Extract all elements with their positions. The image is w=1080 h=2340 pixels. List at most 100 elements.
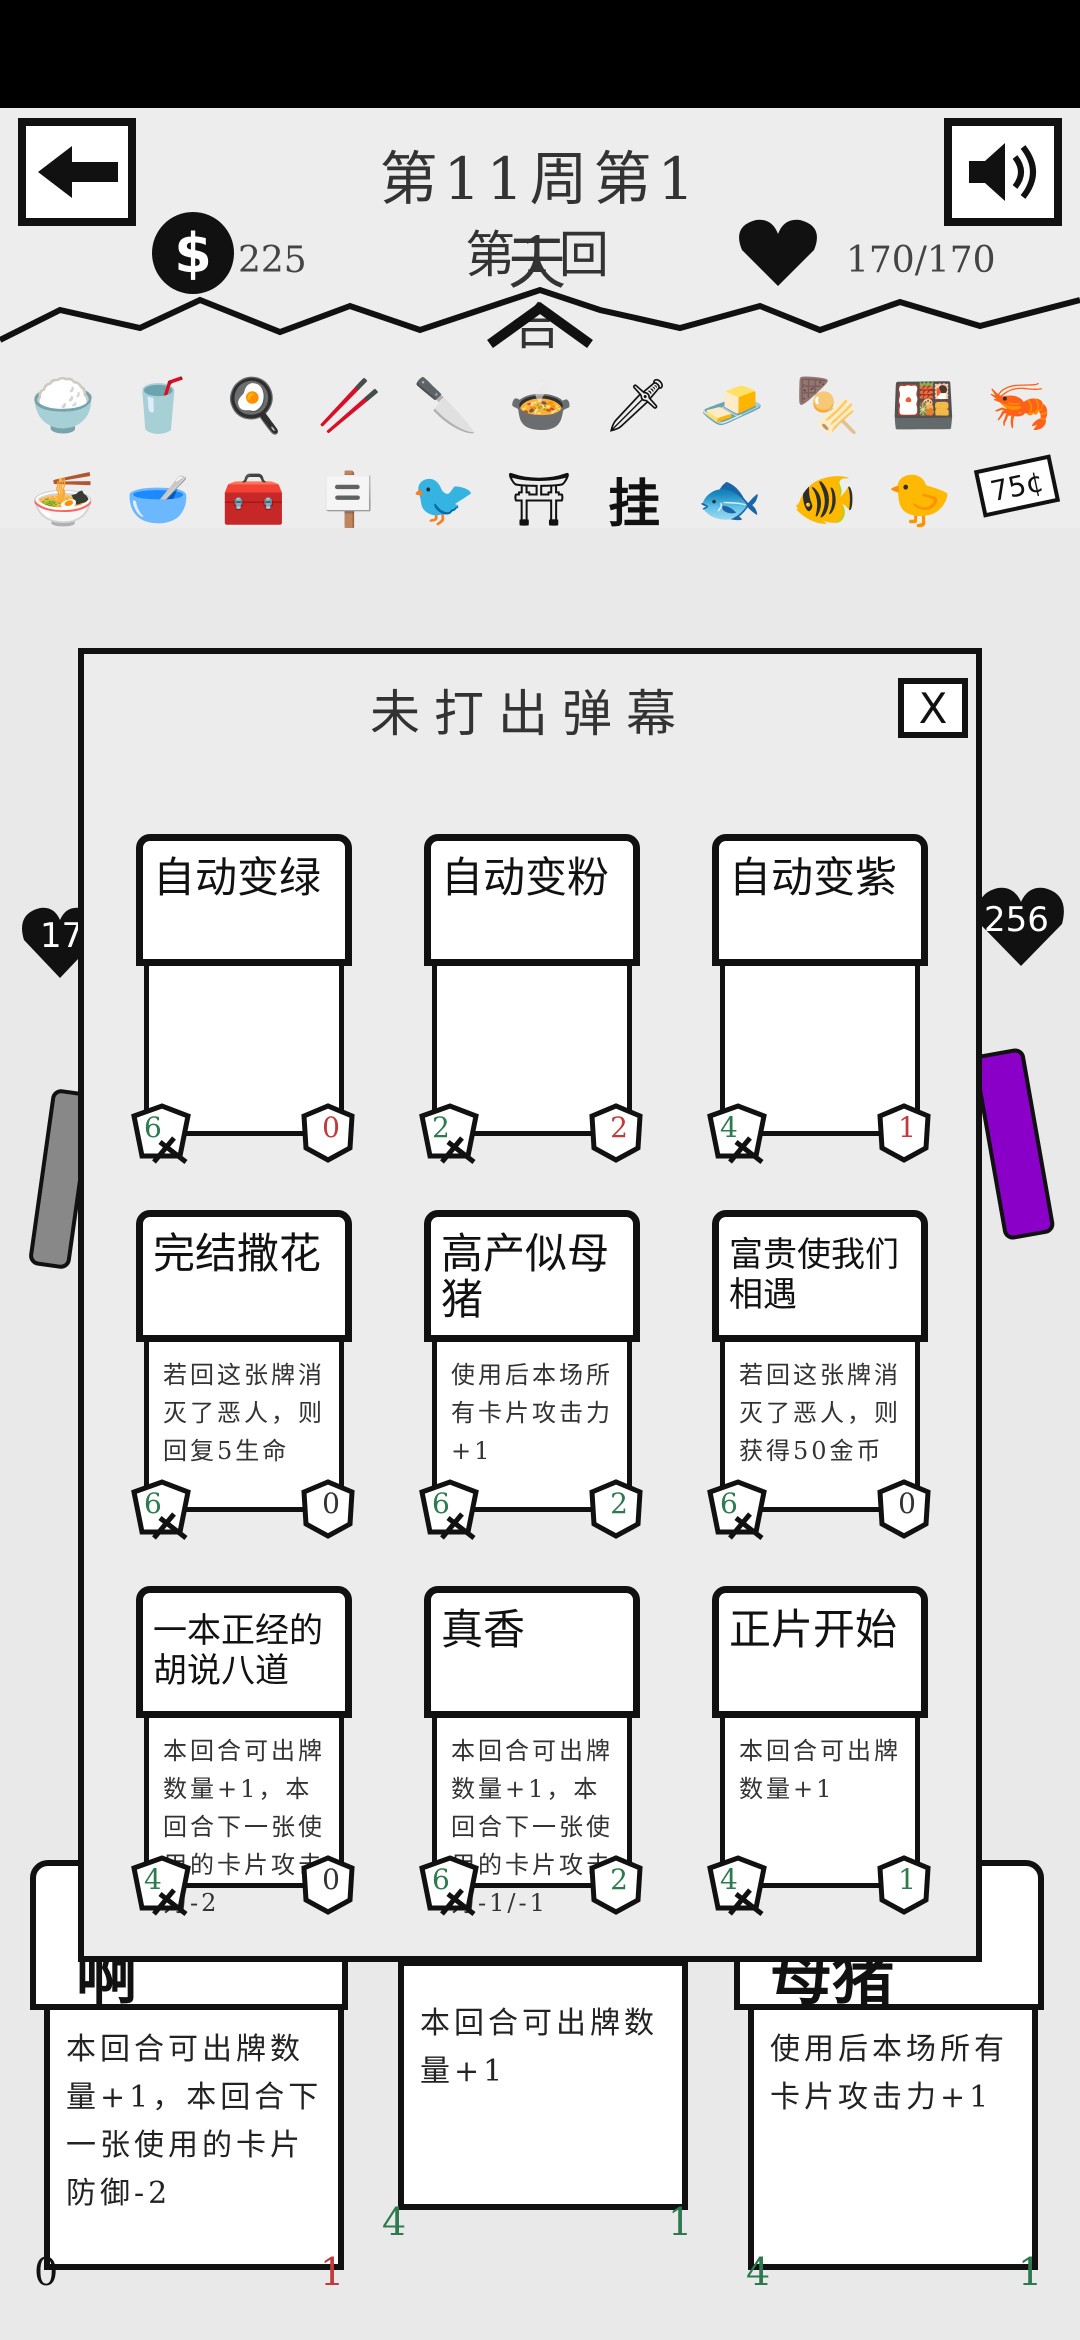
hand-card-1-body: 本回合可出牌数量+1，本回合下一张使用的卡片防御-2 <box>44 2010 344 2270</box>
value-badge-icon <box>301 1855 355 1915</box>
card-description: 本回合可出牌数量+1 <box>720 1718 920 1888</box>
tray-icon[interactable]: 🍱 <box>890 375 956 436</box>
card-value: 1 <box>898 1111 916 1144</box>
fish2-icon[interactable]: 🐠 <box>792 469 857 530</box>
right-hp-value: 256 <box>984 900 1049 940</box>
card-description: 使用后本场所有卡片攻击力+1 <box>432 1342 632 1512</box>
coin-count: 225 <box>238 240 307 281</box>
fish-icon[interactable]: 🐟 <box>696 469 762 530</box>
cleaver-icon[interactable]: 🔪 <box>413 375 478 436</box>
card-description: 本回合可出牌数量+1，本回合下一张使用的卡片攻击力-2 <box>144 1718 344 1917</box>
tofu-icon[interactable]: 🧈 <box>699 375 765 436</box>
card-description: 若回这张牌消灭了恶人，则回复5生命 <box>144 1342 344 1512</box>
sign-icon[interactable]: 🪧 <box>316 469 381 530</box>
back-arrow-icon <box>38 146 118 198</box>
card-title: 一本正经的胡说八道 <box>136 1586 352 1718</box>
collapse-chevron-icon[interactable] <box>480 300 600 350</box>
cost-badge-icon <box>131 1479 191 1540</box>
pot-icon[interactable]: 🍲 <box>508 375 574 436</box>
hand-card-1-cost: 0 <box>34 2250 59 2294</box>
hand-card-3-value: 1 <box>1018 2250 1043 2294</box>
cost-badge-icon <box>707 1103 767 1164</box>
card-description <box>144 966 344 1136</box>
card-value: 2 <box>610 1487 628 1520</box>
cost-badge-icon <box>131 1855 191 1916</box>
shrimp-icon[interactable]: 🦐 <box>986 375 1052 436</box>
cost-badge-icon <box>707 1479 767 1540</box>
card-cost: 6 <box>720 1487 738 1520</box>
stove-icon[interactable]: 🧰 <box>221 469 286 530</box>
card-description <box>720 966 920 1136</box>
card-cost: 4 <box>720 1111 738 1144</box>
knife-icon[interactable]: 🗡 <box>603 375 670 436</box>
rice-bowl-icon[interactable]: 🍚 <box>30 375 96 436</box>
card-title: 富贵使我们相遇 <box>712 1210 928 1342</box>
hand-card-3-cost: 4 <box>746 2250 771 2294</box>
bird-icon[interactable]: 🐦 <box>411 469 477 530</box>
cup-icon[interactable]: 🥤 <box>126 375 191 436</box>
card-cost: 2 <box>432 1111 450 1144</box>
cost-badge-icon <box>419 1855 479 1916</box>
card-cost: 6 <box>432 1863 450 1896</box>
value-badge-icon <box>877 1855 931 1915</box>
cost-badge-icon <box>131 1103 191 1164</box>
hp-count: 170/170 <box>846 240 996 281</box>
hand-card-2-value: 1 <box>668 2200 693 2244</box>
speaker-icon <box>969 143 1036 201</box>
hand-card-2-body: 本回合可出牌数量+1 <box>398 1960 688 2210</box>
item-icon-row-1: 🍚 🥤 🍳 🥢 🔪 🍲 🗡 🧈 🍢 🍱 🦐 <box>26 368 1056 442</box>
frying-pan-icon[interactable]: 🍳 <box>221 375 287 436</box>
value-badge-icon <box>589 1103 643 1163</box>
card-value: 0 <box>322 1487 340 1520</box>
card-cost: 6 <box>144 1487 162 1520</box>
value-badge-icon <box>877 1103 931 1163</box>
cost-badge-icon <box>419 1479 479 1540</box>
price-tag-icon[interactable]: 75¢ <box>973 454 1061 518</box>
card-cost: 4 <box>720 1863 738 1896</box>
hand-card-2-desc: 本回合可出牌数量+1 <box>420 2006 658 2089</box>
close-icon: X <box>918 683 948 733</box>
value-badge-icon <box>301 1479 355 1539</box>
card-title: 自动变粉 <box>424 834 640 966</box>
noodles-icon[interactable]: 🍜 <box>30 469 96 530</box>
stand-icon[interactable]: ⛩ <box>505 469 572 530</box>
value-badge-icon <box>877 1479 931 1539</box>
cost-badge-icon <box>419 1103 479 1164</box>
card-value: 2 <box>610 1863 628 1896</box>
card-title: 真香 <box>424 1586 640 1718</box>
hang-glyph-icon[interactable]: 挂 <box>608 473 661 535</box>
enemy-purple-arm <box>972 1046 1056 1242</box>
bowl-icon[interactable]: 🥣 <box>125 469 191 530</box>
back-button[interactable] <box>18 118 136 226</box>
card-value: 0 <box>898 1487 916 1520</box>
hand-card-1-desc: 本回合可出牌数量+1，本回合下一张使用的卡片防御-2 <box>66 2032 323 2211</box>
jagged-divider <box>0 286 1080 343</box>
value-badge-icon <box>589 1479 643 1539</box>
hand-card-2[interactable]: 本回合可出牌数量+1 4 1 <box>372 1960 702 2330</box>
hand-card-2-cost: 4 <box>382 2200 407 2244</box>
week-day-label: 第11周第1天 <box>379 145 701 297</box>
close-button[interactable]: X <box>898 678 968 738</box>
sound-button[interactable] <box>944 118 1062 226</box>
cost-badge-icon <box>707 1855 767 1916</box>
item-icon-row-2: 🍜 🥣 🧰 🪧 🐦 ⛩ 挂 🐟 🐠 🐤 75¢ <box>26 454 1061 536</box>
card-value: 1 <box>898 1863 916 1896</box>
card[interactable]: 若回这张牌消灭了恶人，则获得50金币富贵使我们相遇 6 0 <box>706 1210 934 1540</box>
card-description: 本回合可出牌数量+1，本回合下一张使用的卡片攻击力-1/-1 <box>432 1718 632 1917</box>
skewers-icon[interactable]: 🍢 <box>795 375 861 436</box>
card-title: 正片开始 <box>712 1586 928 1718</box>
card-value: 0 <box>322 1111 340 1144</box>
chopsticks-icon[interactable]: 🥢 <box>317 375 383 436</box>
card-description: 若回这张牌消灭了恶人，则获得50金币 <box>720 1342 920 1512</box>
bird2-icon[interactable]: 🐤 <box>887 469 953 530</box>
